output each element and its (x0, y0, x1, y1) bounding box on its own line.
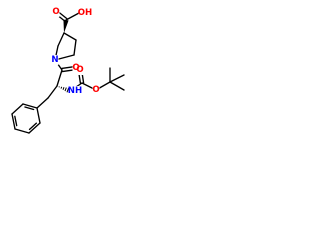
benzene-bond-5-inner (24, 106, 35, 111)
side-chain-ca-cb-bond (47, 85, 58, 99)
benzene-bond-2 (14, 128, 30, 134)
phenylalanine-alpha-hash-bond-hash (66, 87, 70, 93)
atom-label-background (76, 65, 84, 75)
ring-bond-ca-cd (57, 32, 65, 47)
atom-label-background (72, 63, 80, 73)
phenylalanine-alpha-hash-bond-hash (60, 86, 63, 89)
atom-label-layer: OH O N O NH O O (51, 7, 100, 96)
carbamate-ester-oxygen-label: O (92, 85, 99, 95)
atom-label-background (52, 7, 60, 17)
ring-bond-ca-cb (63, 32, 77, 41)
proline-alpha-wedge-bond (63, 19, 69, 33)
benzene-bond-0 (36, 107, 41, 124)
carbamate-nh-label: NH (68, 86, 82, 96)
tbu-methyl-3-bond (109, 74, 125, 83)
amide-c-ca-bond (56, 69, 63, 87)
phenylalanine-alpha-hash-bond-hash (62, 87, 65, 90)
atom-label-background (51, 55, 59, 65)
benzene-bond-1-outer (28, 122, 41, 134)
bond-layer (11, 10, 125, 134)
carboxyl-c-oh-bond (65, 12, 80, 21)
phenylalanine-alpha-hash-bond-hash (64, 87, 67, 92)
ring-bond-cb-cg (73, 39, 77, 56)
benzene-bond-3-outer (11, 113, 16, 130)
benzene-bond-5-outer (22, 103, 38, 109)
amide-oxygen-label: O (72, 63, 79, 73)
tbu-methyl-2-bond (109, 81, 125, 91)
carbamate-carbonyl-oxygen-label: O (76, 65, 83, 75)
proline-nitrogen-label: N (51, 55, 58, 65)
carboxyl-hydroxyl-label: OH (78, 8, 93, 18)
atom-label-background (78, 8, 92, 18)
molecule-structure: OH O N O NH O O (11, 7, 125, 134)
atom-label-background (92, 85, 100, 95)
benzene-bond-1-inner (28, 122, 38, 131)
benzene-bond-4 (11, 103, 24, 115)
carboxyl-oxygen-label: O (52, 7, 59, 17)
benzyl-ch2-ring-bond (36, 97, 49, 109)
benzene-bond-3-inner (14, 115, 18, 127)
atom-label-background (68, 86, 82, 96)
